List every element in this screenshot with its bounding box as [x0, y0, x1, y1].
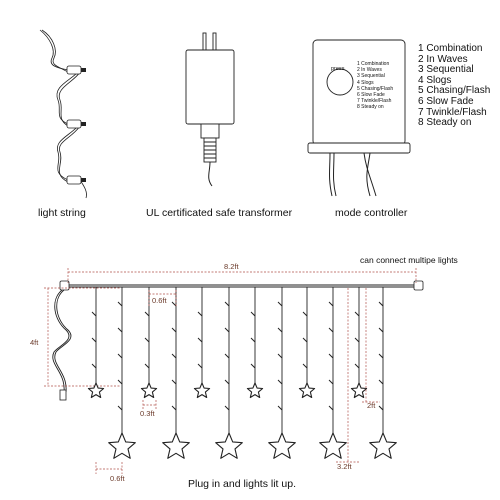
bulb — [328, 327, 334, 333]
controller-mode-item: 8 Steady on — [357, 104, 384, 111]
caption-transformer: UL certificated safe transformer — [146, 207, 293, 219]
bulb — [277, 379, 283, 385]
small-star — [140, 382, 158, 399]
small-star — [87, 382, 105, 399]
bulb — [144, 363, 150, 369]
bulb — [302, 363, 308, 369]
controller-mode-item: 1 Combination — [357, 61, 390, 67]
bulb — [91, 363, 97, 369]
bulb — [171, 405, 177, 411]
controller-mode-item: 7 Twinkle/Flash — [357, 98, 392, 105]
mode-item: 8 Steady on — [418, 117, 472, 129]
bulb — [91, 311, 97, 317]
bulb — [144, 337, 150, 343]
controller-mode-item: 3 Sequential — [357, 73, 385, 80]
bulb — [302, 337, 308, 343]
mode-item: 6 Slow Fade — [418, 95, 474, 107]
bulb — [354, 337, 360, 343]
bulb — [224, 301, 230, 307]
bulb — [328, 405, 334, 411]
width-dimension — [67, 268, 417, 283]
height-dimension — [44, 287, 120, 387]
bulb — [277, 353, 283, 359]
bulb — [171, 327, 177, 333]
controller-mode-item: 6 Slow Fade — [357, 92, 385, 99]
bulb — [144, 311, 150, 317]
dim-short-strand-label: 2ft — [367, 401, 376, 410]
mode-item: 7 Twinkle/Flash — [418, 106, 487, 118]
mode-item: 5 Chasing/Flash — [418, 85, 491, 97]
bulb — [378, 353, 384, 359]
bulb — [197, 363, 203, 369]
mode-item: 4 Slogs — [418, 74, 452, 86]
bulb — [224, 379, 230, 385]
bulb — [328, 353, 334, 359]
bulb — [354, 363, 360, 369]
bulb — [378, 379, 384, 385]
mode-item: 3 Sequential — [418, 64, 474, 76]
bulb — [117, 327, 123, 333]
bulb — [224, 405, 230, 411]
bulb — [171, 301, 177, 307]
bulb — [354, 311, 360, 317]
big-star — [319, 432, 347, 459]
bulb — [117, 379, 123, 385]
big-star — [268, 432, 296, 459]
small-star — [298, 382, 316, 399]
small-star — [350, 382, 368, 399]
bulb — [378, 327, 384, 333]
bulb — [171, 353, 177, 359]
bulb — [197, 311, 203, 317]
small-star — [246, 382, 264, 399]
bulb — [224, 327, 230, 333]
bulb — [117, 353, 123, 359]
bulb — [197, 337, 203, 343]
bulb — [250, 337, 256, 343]
mode-item: 2 In Waves — [418, 53, 468, 65]
main-wire — [68, 284, 416, 288]
bulb — [250, 363, 256, 369]
controller-press-label: press — [331, 66, 345, 72]
controller-mode-list: 1 Combination 2 In Waves 3 Sequential 4 … — [357, 61, 393, 111]
dim-width-label: 8.2ft — [224, 262, 239, 271]
bulb — [91, 337, 97, 343]
bulb — [250, 311, 256, 317]
mode-list: 1 Combination 2 In Waves 3 Sequential 4 … — [418, 43, 491, 129]
small-star — [193, 382, 211, 399]
big-star — [215, 432, 243, 459]
bulb — [328, 379, 334, 385]
bulb — [328, 301, 334, 307]
bulb — [117, 301, 123, 307]
dim-long-strand-label: 3.2ft — [337, 462, 352, 471]
plug-note: Plug in and lights lit up. — [188, 478, 296, 490]
controller-mode-item: 5 Chasing/Flash — [357, 85, 394, 92]
big-star — [108, 432, 136, 459]
dim-small-star-gap-label: 0.3ft — [140, 409, 155, 418]
bulb — [378, 301, 384, 307]
big-star — [162, 432, 190, 459]
bulb — [117, 405, 123, 411]
dim-bottom-spacing-label: 0.6ft — [110, 474, 125, 483]
plug-cord — [52, 289, 70, 393]
bulb — [277, 301, 283, 307]
bulb — [277, 327, 283, 333]
dim-height-label: 4ft — [30, 338, 39, 347]
bulb — [224, 353, 230, 359]
mode-item: 1 Combination — [418, 43, 483, 54]
bulb — [171, 379, 177, 385]
caption-controller: mode controller — [335, 207, 408, 219]
caption-light-string: light string — [38, 207, 86, 219]
bulb — [277, 405, 283, 411]
big-star — [369, 432, 397, 459]
bulb — [378, 405, 384, 411]
connect-note: can connect multipe lights — [360, 255, 458, 265]
bulb — [302, 311, 308, 317]
controller-mode-item: 2 In Waves — [357, 67, 382, 74]
controller-mode-item: 4 Slogs — [357, 79, 374, 86]
dim-strand-spacing-label: 0.6ft — [152, 296, 167, 305]
